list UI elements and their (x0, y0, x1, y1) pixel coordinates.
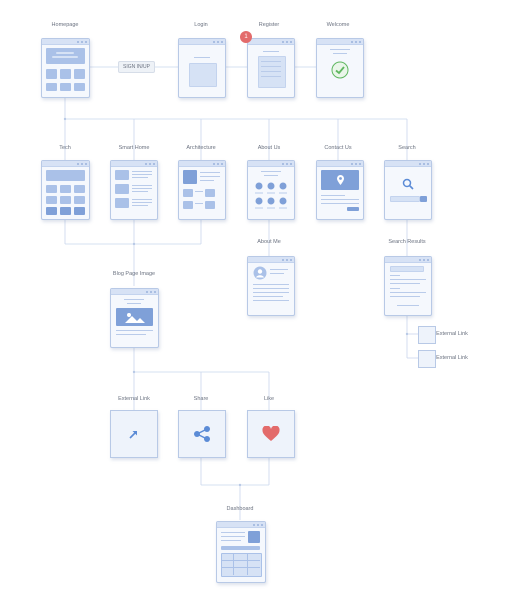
window-bar (42, 39, 89, 45)
external-link-icon (129, 431, 137, 439)
notification-badge: 1 (240, 31, 252, 43)
image-placeholder (74, 83, 85, 91)
register-frame[interactable] (247, 38, 295, 98)
search-icon (402, 178, 414, 190)
welcome-frame[interactable] (316, 38, 364, 98)
dashboard-frame[interactable] (216, 521, 266, 583)
image-placeholder (60, 69, 71, 79)
search-results-frame[interactable] (384, 256, 432, 316)
search-results-label: Search Results (388, 239, 426, 245)
image-placeholder (46, 69, 57, 79)
pagination (397, 305, 419, 306)
contact-us-frame[interactable] (316, 160, 364, 220)
about-me-label: About Me (257, 239, 281, 245)
image-placeholder (60, 83, 71, 91)
login-form-placeholder (189, 63, 217, 87)
external-link-box-2[interactable] (418, 350, 436, 368)
search-label: Search (398, 145, 416, 151)
image-placeholder (74, 69, 85, 79)
contact-us-label: Contact Us (324, 145, 352, 151)
team-avatars-icon (255, 182, 287, 209)
login-label: Login (194, 22, 208, 28)
external-link-node[interactable] (110, 410, 158, 458)
dashboard-grid (221, 553, 262, 577)
about-me-frame[interactable] (247, 256, 295, 316)
like-node[interactable] (247, 410, 295, 458)
image-placeholder (183, 170, 197, 184)
register-label: Register (258, 22, 280, 28)
chart-placeholder (248, 531, 260, 543)
sign-in-up-connector: SIGN IN/UP (118, 61, 155, 73)
about-us-frame[interactable] (247, 160, 295, 220)
architecture-label: Architecture (186, 145, 216, 151)
location-pin-icon (337, 175, 344, 185)
smart-home-label: Smart Home (118, 145, 150, 151)
share-label: Share (193, 396, 209, 402)
image-placeholder (46, 83, 57, 91)
landscape-image-icon (125, 313, 145, 323)
welcome-label: Welcome (326, 22, 350, 28)
share-node[interactable] (178, 410, 226, 458)
smart-home-frame[interactable] (110, 160, 158, 220)
blog-page-image-label: Blog Page Image (112, 271, 156, 277)
tech-label: Tech (59, 145, 71, 151)
profile-avatar-icon (253, 266, 267, 280)
like-label: Like (263, 396, 275, 402)
about-us-label: About Us (257, 145, 281, 151)
search-frame[interactable] (384, 160, 432, 220)
share-icon (194, 426, 210, 442)
external-link-right-1-label: External Link (436, 331, 468, 337)
search-field-placeholder (390, 196, 420, 202)
dashboard-label: Dashboard (226, 506, 254, 512)
heart-icon (262, 426, 280, 441)
homepage-label: Homepage (51, 22, 79, 28)
login-frame[interactable] (178, 38, 226, 98)
tech-frame[interactable] (41, 160, 90, 220)
external-link-label: External Link (118, 396, 150, 402)
architecture-frame[interactable] (178, 160, 226, 220)
homepage-frame[interactable] (41, 38, 90, 98)
checkmark-icon (331, 61, 349, 79)
external-link-box-1[interactable] (418, 326, 436, 344)
blog-page-image-frame[interactable] (110, 288, 159, 348)
external-link-right-2-label: External Link (436, 355, 468, 361)
